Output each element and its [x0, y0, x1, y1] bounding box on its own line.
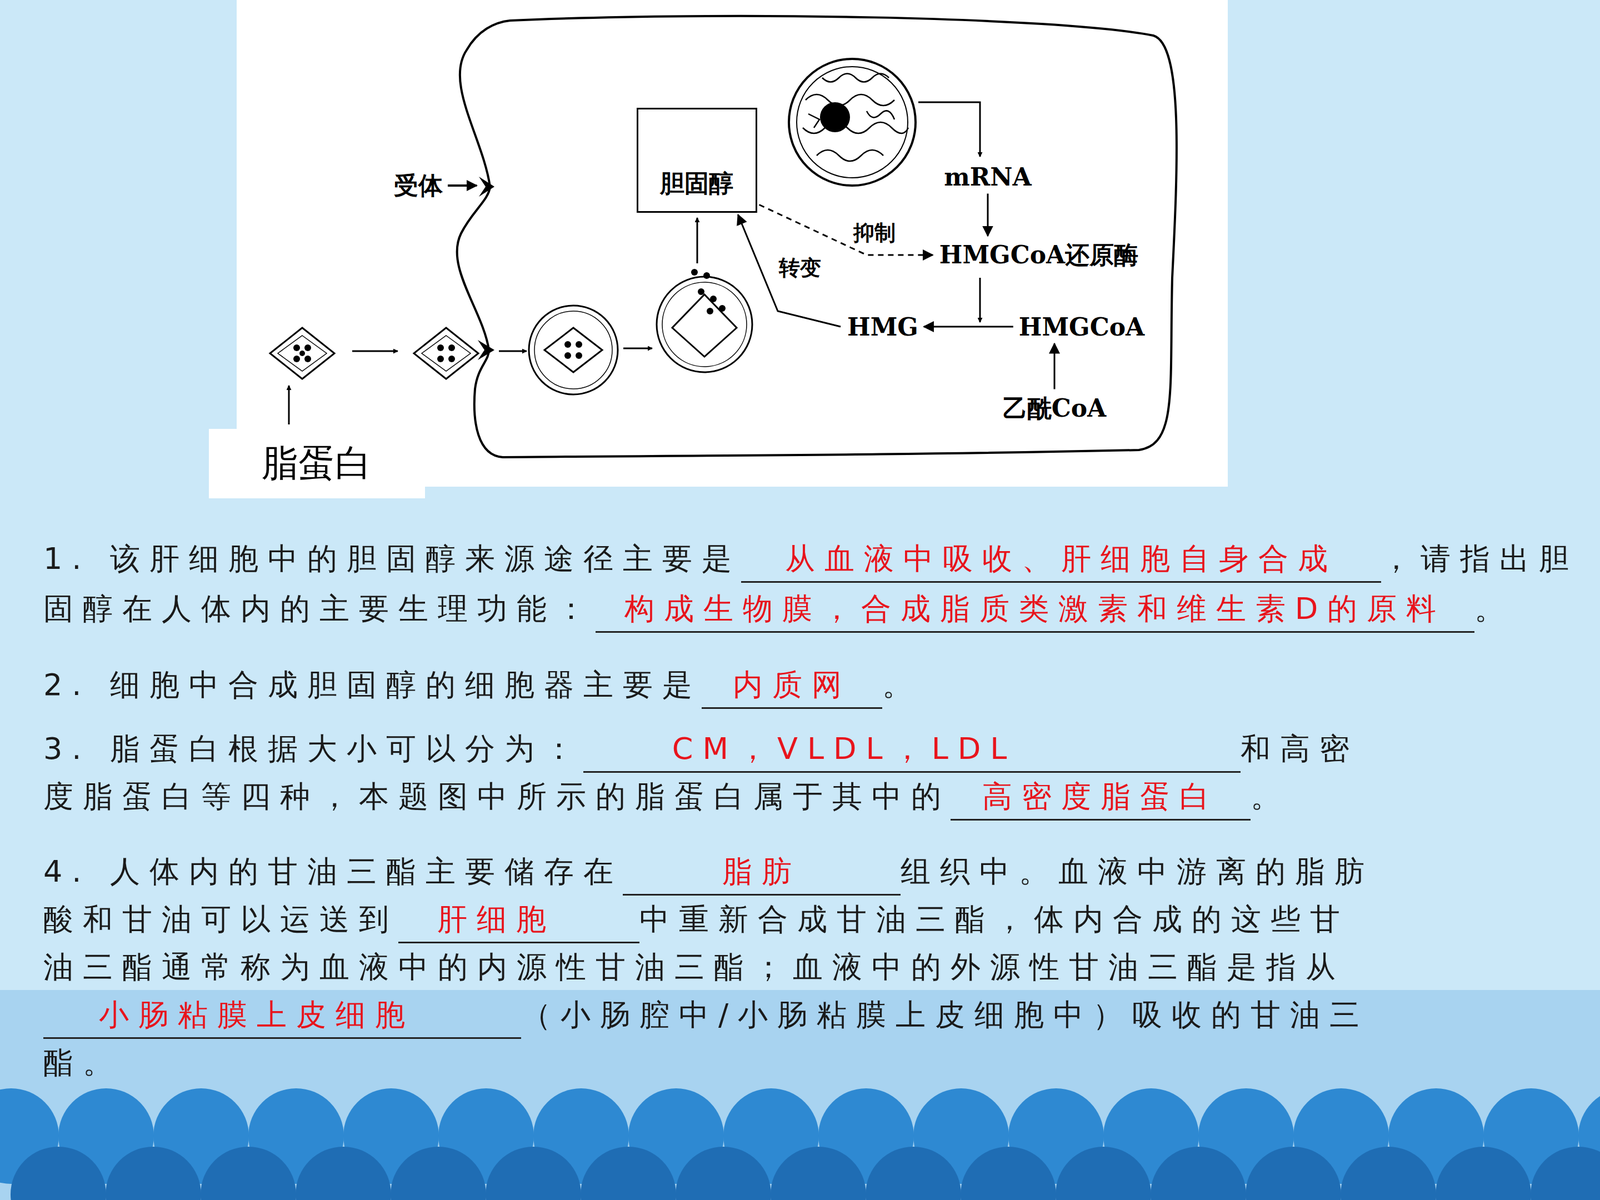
pathway-connector — [986, 193, 989, 237]
edge-label: 抑制 — [851, 218, 898, 248]
question-text: 。 — [882, 667, 922, 703]
lipoprotein-label-box: 脂蛋白 — [208, 428, 425, 499]
scallop — [865, 1146, 962, 1200]
vesicle-arrow — [623, 347, 653, 350]
answer-blank: 内质网 — [701, 662, 883, 709]
endocytic-vesicle — [528, 305, 618, 395]
question-text: 1. 该肝细胞中的胆固醇来源途径主要是 — [43, 541, 742, 577]
question-text: 2. 细胞中合成胆固醇的细胞器主要是 — [43, 667, 702, 703]
release-arrow — [696, 217, 699, 264]
receptor — [477, 340, 495, 360]
cholesterol-box: 胆固醇 — [636, 107, 758, 213]
lipoprotein-pointer — [288, 385, 290, 425]
scallop — [295, 1146, 392, 1200]
question-text: 。 — [1474, 591, 1514, 627]
node-text: HMGCoA — [1018, 312, 1145, 342]
metabolite-label: HMGCoA — [1014, 311, 1149, 343]
node-text: mRNA — [943, 162, 1032, 192]
nucleus-to-mrna-arrow — [918, 102, 980, 157]
scallop — [1435, 1146, 1532, 1200]
scallop — [105, 1146, 202, 1200]
scallop — [1245, 1146, 1342, 1200]
receptor — [478, 176, 495, 197]
scallop — [1055, 1146, 1152, 1200]
scallop — [580, 1146, 677, 1200]
lipoprotein-at-receptor — [413, 327, 479, 379]
answer-blank: 小肠粘膜上皮细胞 — [43, 992, 522, 1039]
scallop — [1150, 1146, 1247, 1200]
scallop — [770, 1146, 867, 1200]
edge-label: 转变 — [776, 253, 824, 283]
answer-blank: 肝细胞 — [398, 897, 640, 944]
scallop — [485, 1146, 582, 1200]
diagram-panel — [236, 0, 1228, 487]
lysosome-vesicle — [656, 268, 753, 373]
inhibition-connector — [759, 205, 933, 256]
node-text: 脂蛋白 — [261, 438, 372, 489]
node-text: 乙酰CoA — [1002, 392, 1107, 425]
question-paragraph: 2. 细胞中合成胆固醇的细胞器主要是内质网。 — [43, 660, 1599, 710]
answer-blank: CM，VLDL，LDL — [583, 726, 1241, 773]
answer-blank: 构成生物膜，合成脂质类激素和维生素D的原料 — [595, 586, 1475, 633]
question-text: 。 — [1250, 778, 1290, 814]
liver-cell-outline — [457, 16, 1177, 458]
answer-blank: 高密度脂蛋白 — [950, 774, 1251, 821]
scallop — [960, 1146, 1057, 1200]
node-text: 胆固醇 — [660, 167, 734, 200]
uptake-arrow — [352, 350, 398, 353]
scallop — [675, 1146, 772, 1200]
node-text: HMGCoA还原酶 — [939, 238, 1139, 272]
pathway-connector — [1053, 343, 1055, 390]
metabolite-label: HMG — [842, 311, 923, 343]
scallop — [1530, 1146, 1600, 1200]
question-text: 3. 脂蛋白根据大小可以分为： — [43, 731, 584, 767]
precursor-label: 乙酰CoA — [998, 390, 1112, 427]
nucleus — [788, 58, 916, 186]
enzyme-catalysis-arrow — [979, 277, 982, 323]
endocytosis-arrow — [498, 350, 527, 353]
scallop — [200, 1146, 297, 1200]
enzyme-label: HMGCoA还原酶 — [935, 237, 1143, 274]
question-paragraph: 4. 人体内的甘油三酯主要储存在脂肪组织中。血液中游离的脂肪酸和甘油可以运送到肝… — [43, 847, 1388, 1087]
answer-blank: 从血液中吸收、肝细胞自身合成 — [741, 536, 1382, 583]
question-text: 4. 人体内的甘油三酯主要储存在 — [43, 853, 623, 889]
receptor-leader — [447, 184, 477, 187]
mrna-label: mRNA — [939, 161, 1036, 193]
scallop — [10, 1146, 107, 1200]
scallop-decoration — [0, 1088, 1600, 1200]
answer-blank: 脂肪 — [622, 849, 901, 896]
part-label: 受体 — [393, 169, 443, 203]
pathway-connector — [738, 215, 842, 328]
scallop — [1340, 1146, 1437, 1200]
pathway-connector — [923, 326, 1014, 328]
question-paragraph: 1. 该肝细胞中的胆固醇来源途径主要是从血液中吸收、肝细胞自身合成，请指出胆固醇… — [43, 533, 1599, 634]
question-paragraph: 3. 脂蛋白根据大小可以分为：CM，VLDL，LDL和高密度脂蛋白等四种，本题图… — [43, 725, 1388, 821]
lipoprotein-particle — [270, 327, 335, 379]
node-text: HMG — [847, 312, 919, 342]
scallop — [390, 1146, 487, 1200]
